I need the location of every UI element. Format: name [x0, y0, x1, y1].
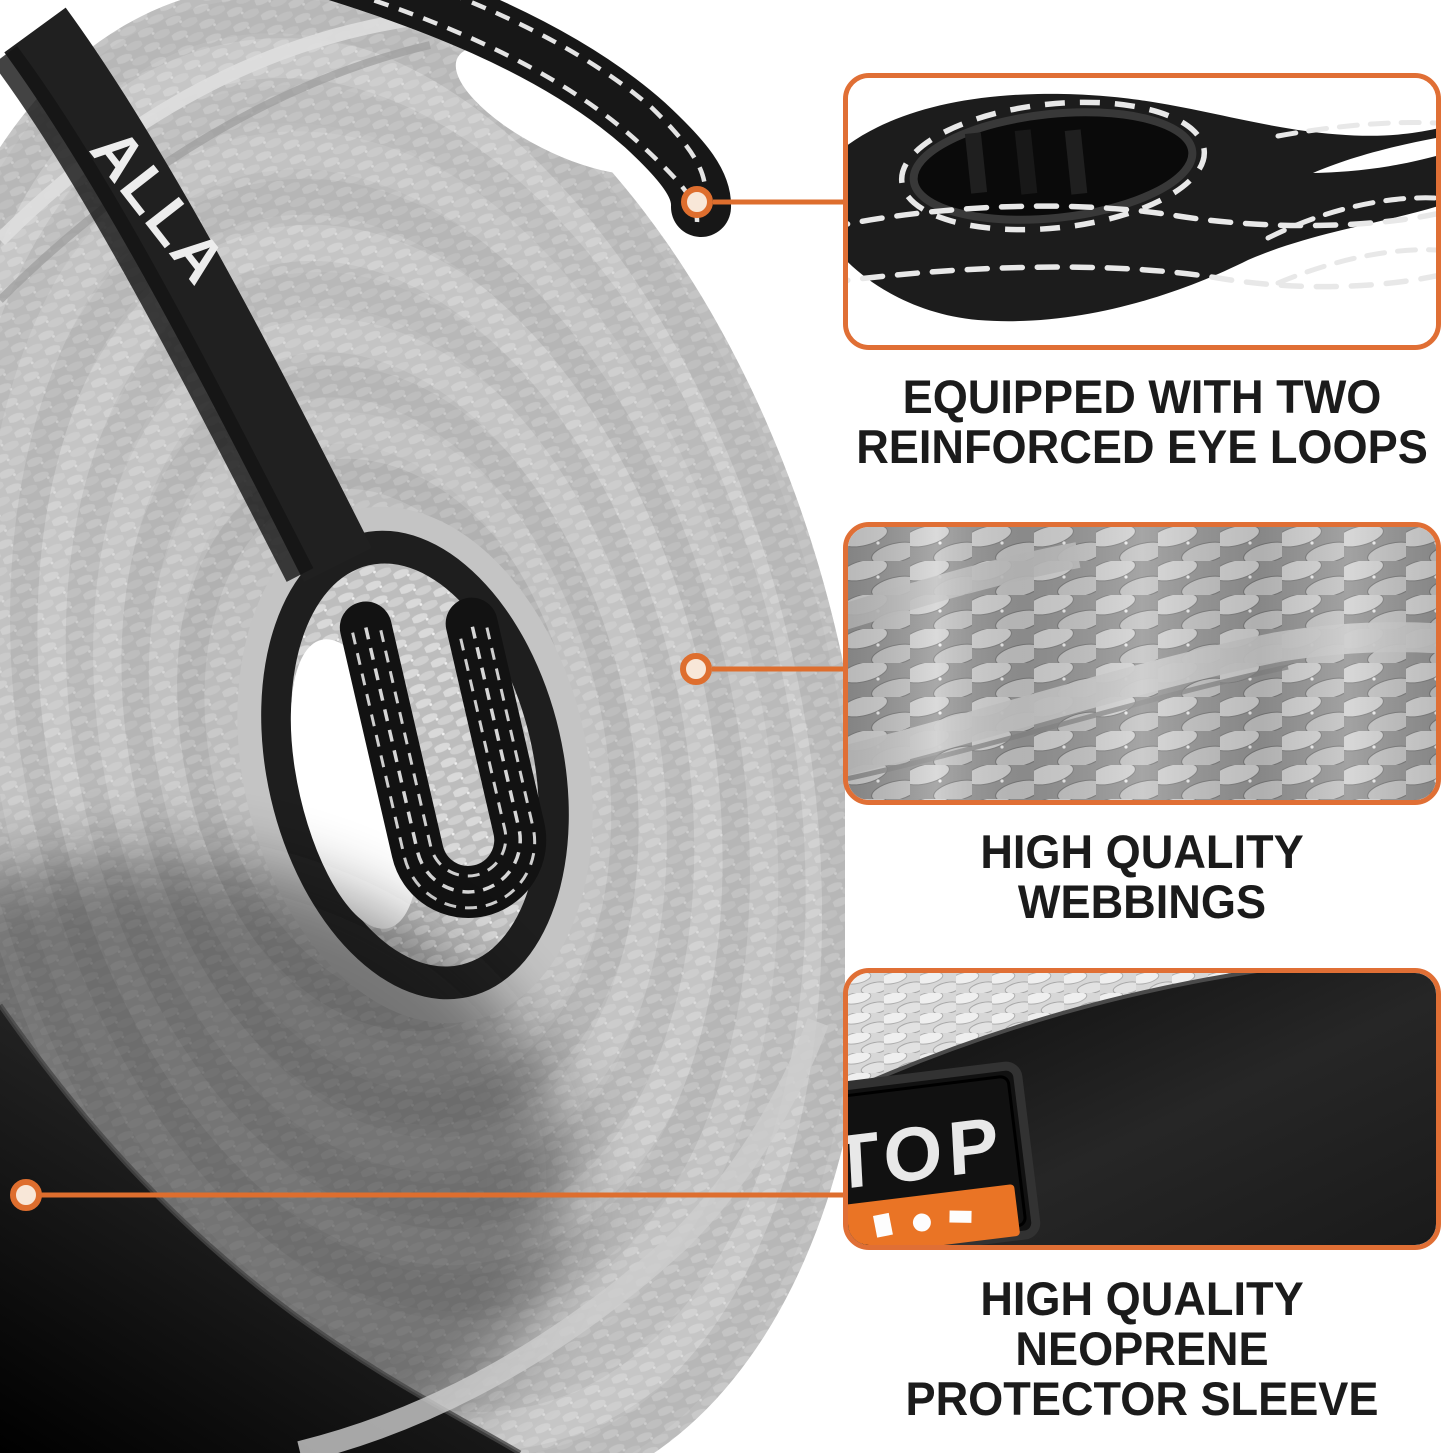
webbing-closeup [848, 527, 1436, 800]
caption-line: PROTECTOR SLEEVE [905, 1372, 1379, 1425]
caption-line: HIGH QUALITY [980, 825, 1304, 878]
eye-loop-opening [455, 45, 665, 175]
sleeve-closeup: TOP [848, 973, 1436, 1245]
leader-line-eye-loops [681, 186, 848, 218]
coil-edge-highlight [0, 11, 421, 245]
eye-loop-closeup [848, 78, 1436, 345]
center-eye-loop [237, 506, 593, 1024]
caption-line: WEBBINGS [1017, 875, 1267, 928]
callout-inset-eye-loops [843, 73, 1441, 350]
caption-eye-loops: EQUIPPED WITH TWO REINFORCED EYE LOOPS [855, 372, 1429, 472]
caption-webbings: HIGH QUALITY WEBBINGS [855, 827, 1429, 927]
brand-patch: TOP [848, 1061, 1041, 1245]
coil-edge-shadow [0, 41, 431, 303]
coil-bottom-edge [297, 1018, 829, 1453]
caption-line: HIGH QUALITY NEOPRENE [980, 1272, 1304, 1375]
leader-line-webbings [680, 653, 848, 685]
caption-sleeve: HIGH QUALITY NEOPRENE PROTECTOR SLEEVE [855, 1274, 1429, 1424]
caption-line: REINFORCED EYE LOOPS [856, 420, 1428, 473]
caption-line: EQUIPPED WITH TWO [902, 370, 1382, 423]
callout-inset-sleeve: TOP [843, 968, 1441, 1250]
neoprene-sleeve [0, 1003, 522, 1453]
product-photo: ALLA [0, 0, 845, 1453]
callout-inset-webbings [843, 522, 1441, 805]
leader-line-sleeve [10, 1179, 848, 1211]
